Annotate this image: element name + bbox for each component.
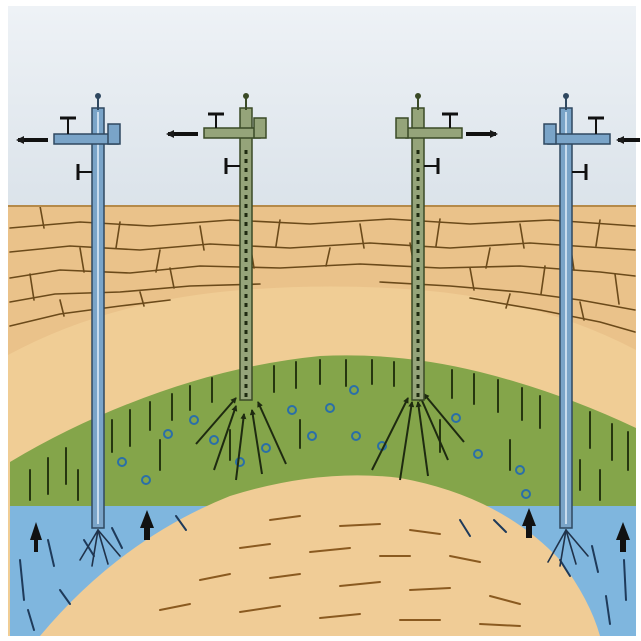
gas-field-diagram — [0, 0, 641, 641]
